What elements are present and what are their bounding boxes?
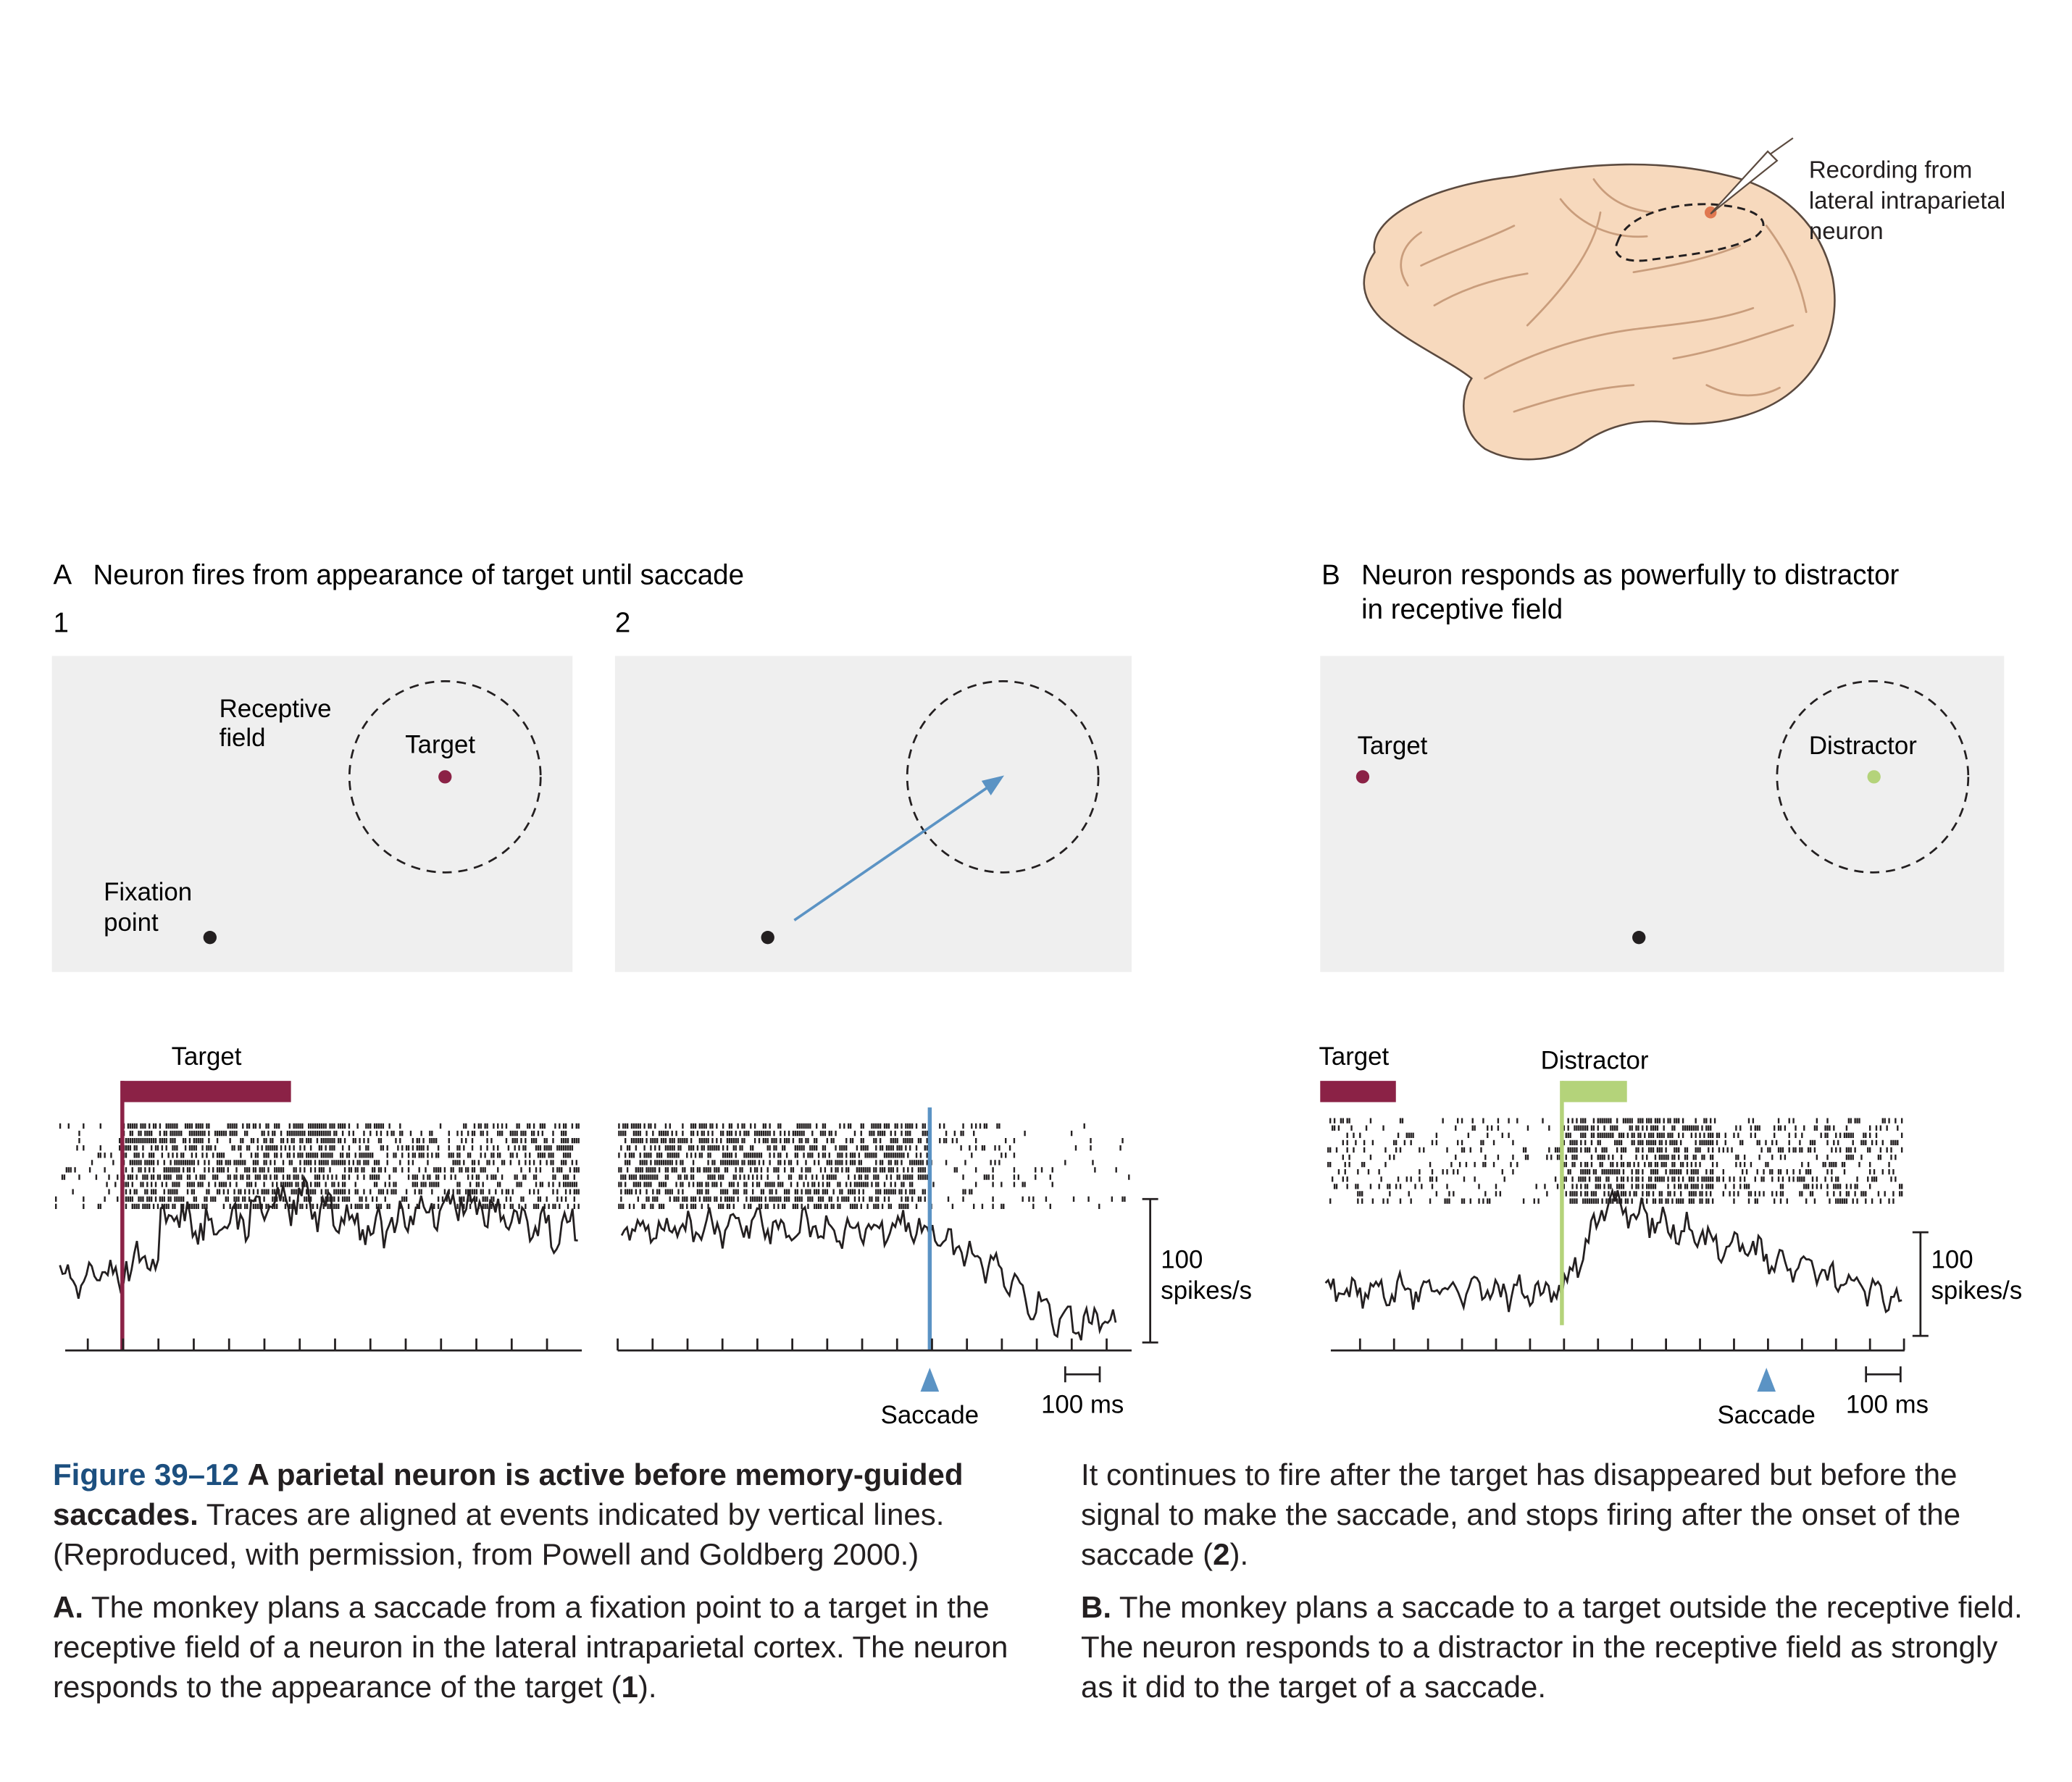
tick-marks bbox=[86, 1338, 548, 1351]
distractor-label: Distractor bbox=[1809, 732, 1917, 760]
receptive-field-circle bbox=[906, 679, 1100, 874]
caption-title: A parietal neuron is active before memor… bbox=[53, 1457, 964, 1531]
bar-target-label: Target bbox=[1319, 1042, 1389, 1071]
receptive-field-circle bbox=[1776, 679, 1970, 874]
firing-rate-trace bbox=[1324, 1187, 1902, 1314]
tick-marks bbox=[1358, 1338, 1905, 1351]
saccade-marker-icon bbox=[1757, 1368, 1776, 1392]
distractor-bar bbox=[1561, 1081, 1627, 1103]
caption-left: Figure 39–12 A parietal neuron is active… bbox=[53, 1455, 1016, 1720]
scene-a2 bbox=[614, 656, 1132, 972]
fixation-dot bbox=[1632, 930, 1646, 945]
panel-b-title-line-2: in receptive field bbox=[1361, 594, 1563, 625]
spike-marks bbox=[618, 1123, 1130, 1210]
spike-marks bbox=[54, 1123, 580, 1210]
rate-scale-unit: spikes/s bbox=[1931, 1276, 2022, 1305]
spike-raster bbox=[1327, 1118, 1903, 1204]
target-bar bbox=[1320, 1081, 1396, 1103]
rate-scale-bar bbox=[1142, 1197, 1158, 1344]
rf-label-line-2: field bbox=[220, 724, 266, 752]
time-axis-ticks bbox=[1358, 1338, 1905, 1351]
target-dot bbox=[1355, 770, 1370, 784]
spike-raster bbox=[618, 1123, 1130, 1210]
caption-a-letter: A. bbox=[53, 1590, 83, 1624]
panel-a-sub-2: 2 bbox=[615, 608, 630, 639]
caption-cont-text: It continues to fire after the target ha… bbox=[1081, 1457, 1961, 1571]
brain-label-line-1: Recording from bbox=[1809, 156, 1972, 183]
saccade-arrow bbox=[793, 785, 990, 921]
rate-scale-bar bbox=[1912, 1231, 1929, 1337]
firing-rate-trace bbox=[59, 1174, 578, 1300]
saccade-marker-icon bbox=[920, 1368, 940, 1392]
caption-intro: Figure 39–12 A parietal neuron is active… bbox=[53, 1455, 1016, 1574]
target-label: Target bbox=[1358, 732, 1428, 760]
caption-continued: It continues to fire after the target ha… bbox=[1081, 1455, 2037, 1574]
caption-b-text: The monkey plans a saccade to a target o… bbox=[1081, 1590, 2023, 1704]
caption-right: It continues to fire after the target ha… bbox=[1081, 1455, 2037, 1720]
firing-rate-trace bbox=[620, 1205, 1117, 1341]
time-axis-ticks bbox=[86, 1338, 548, 1351]
bar-target-label: Target bbox=[172, 1042, 242, 1071]
rate-scale-value: 100 bbox=[1161, 1246, 1203, 1274]
scene-b: Target Distractor bbox=[1320, 656, 2005, 972]
saccade-arrow-head bbox=[981, 775, 1005, 796]
caption-cont-ref: 2 bbox=[1213, 1537, 1230, 1571]
caption-cont-close: ). bbox=[1229, 1537, 1249, 1571]
time-scale-label: 100 ms bbox=[1846, 1390, 1929, 1418]
fixation-label-line-2: point bbox=[104, 908, 159, 937]
caption-part-b: B. The monkey plans a saccade to a targe… bbox=[1081, 1587, 2037, 1707]
caption-part-a: A. The monkey plans a saccade from a fix… bbox=[53, 1587, 1016, 1707]
fixation-label-line-1: Fixation bbox=[104, 878, 192, 906]
caption-a-ref: 1 bbox=[621, 1670, 638, 1704]
caption-a-text: The monkey plans a saccade from a fixati… bbox=[53, 1590, 1008, 1704]
brain-illustration: Recording from lateral intraparietal neu… bbox=[1363, 137, 2005, 461]
target-bar bbox=[121, 1081, 291, 1103]
plot-a1: Target bbox=[54, 1042, 582, 1352]
receptive-field-circle bbox=[348, 679, 542, 874]
saccade-label: Saccade bbox=[881, 1401, 979, 1429]
bar-distractor-label: Distractor bbox=[1541, 1047, 1649, 1075]
panel-a-sub-1: 1 bbox=[54, 608, 69, 639]
brain-label-line-2: lateral intraparietal bbox=[1809, 187, 2005, 214]
spike-raster bbox=[54, 1123, 580, 1210]
plot-a2: Saccade 100 ms 100 spikes/s bbox=[617, 1107, 1252, 1429]
scene-a1: Receptive field Target Fixation point bbox=[51, 656, 573, 972]
figure-number: Figure 39–12 bbox=[53, 1457, 239, 1492]
target-dot bbox=[438, 770, 452, 784]
brain-label-line-3: neuron bbox=[1809, 217, 1884, 244]
fixation-dot bbox=[203, 930, 217, 945]
rf-label-line-1: Receptive bbox=[220, 695, 332, 723]
fixation-dot bbox=[761, 930, 774, 945]
caption-intro-text: Traces are aligned at events indicated b… bbox=[53, 1497, 945, 1571]
electrode-icon bbox=[1710, 137, 1794, 214]
rate-scale-unit: spikes/s bbox=[1161, 1276, 1252, 1305]
panel-a-title: Neuron fires from appearance of target u… bbox=[93, 560, 744, 591]
rate-scale-value: 100 bbox=[1931, 1246, 1973, 1274]
time-scale-bar bbox=[1865, 1366, 1902, 1383]
panel-b-title-line-1: Neuron responds as powerfully to distrac… bbox=[1361, 560, 1899, 591]
plot-b: Target Distractor Saccade 100 ms 100 spi… bbox=[1319, 1042, 2022, 1429]
caption-a-close: ). bbox=[638, 1670, 657, 1704]
time-scale-bar bbox=[1064, 1366, 1101, 1383]
time-axis-ticks bbox=[617, 1338, 1108, 1351]
caption-b-letter: B. bbox=[1081, 1590, 1111, 1624]
time-scale-label: 100 ms bbox=[1041, 1390, 1124, 1418]
saccade-label: Saccade bbox=[1717, 1401, 1815, 1429]
spike-marks bbox=[1327, 1118, 1903, 1204]
panel-b-letter: B bbox=[1321, 560, 1340, 591]
panel-a-letter: A bbox=[54, 560, 72, 591]
target-label: Target bbox=[405, 730, 475, 758]
tick-marks bbox=[617, 1338, 1108, 1351]
distractor-dot bbox=[1867, 770, 1881, 784]
